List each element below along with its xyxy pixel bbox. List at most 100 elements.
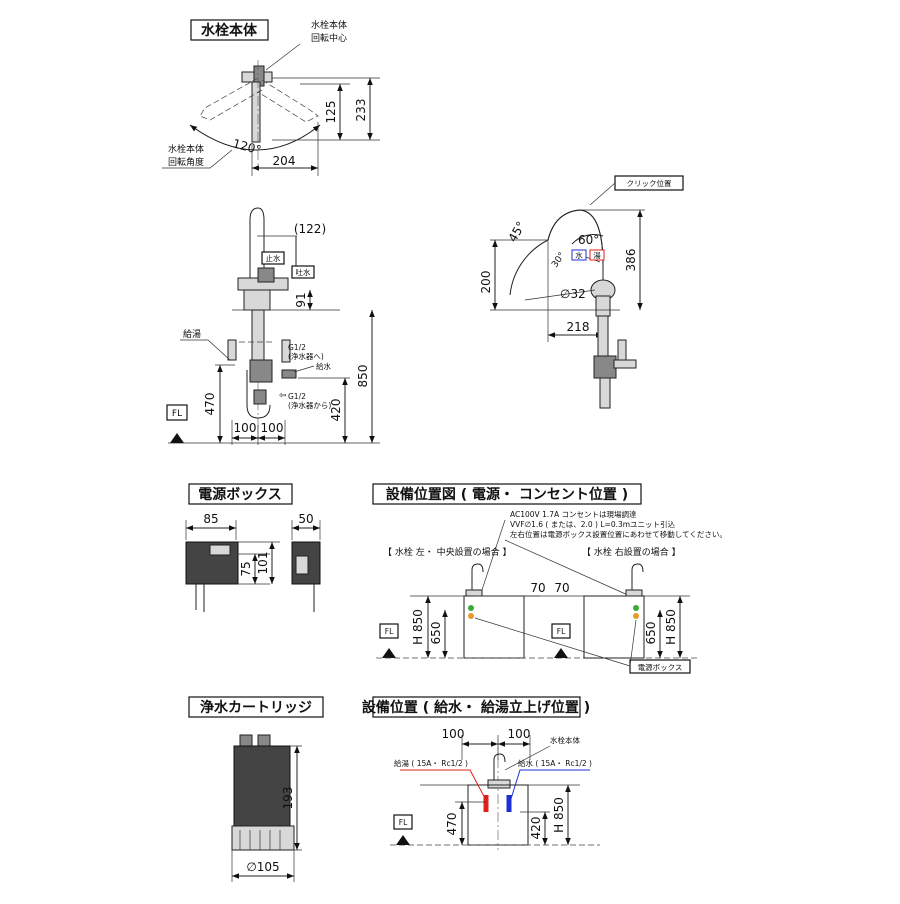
dim-85: 85 [203,512,218,526]
cold-supply-leader [509,769,590,803]
hot-supply-pos-label: 給湯 ( 15A・ Rc1/2 ) [394,758,468,768]
right-cabinet [583,595,645,659]
dim-32-leader [524,289,596,301]
left-outlet-orange [468,613,474,619]
front-branch [613,359,637,369]
supply-dim-100b: 100 [508,727,531,741]
rotation-angle-label-1: 水栓本体 [168,143,204,155]
side-spout [249,207,265,280]
rotation-center-leader [265,43,301,71]
note-3: 左右位置は電源ボックス設置位置にあわせて移動してください。 [510,529,727,539]
dim-204-ext [251,122,319,176]
fl-label-left: FL [385,627,394,636]
left-faucet-base [465,589,483,597]
faucet-title: 水栓本体 [201,22,258,39]
g12-to-1: G1/2 [288,343,306,352]
power-box-cables [195,584,205,612]
cartridge-title-box [188,696,324,718]
fl-box-supply [393,814,413,830]
stop-label-box [261,251,285,265]
front-valve [593,355,617,379]
dim-193: 193 [281,787,295,810]
cartridge-ribs [239,830,281,850]
note-leaders [479,519,631,597]
cold-stop-valve [281,339,291,363]
power-box-label-box [629,659,691,674]
side-lever [257,267,275,283]
equipment-title: 設備位置図 ( 電源・ コンセント位置 ) [386,486,628,503]
right-faucet [631,563,644,596]
fl-marker-right [554,648,568,658]
faucet-body-leader [504,745,551,771]
dim-100-ext [231,420,286,445]
g12-from-2: (浄水器から) [288,400,331,410]
supply-faucet [493,753,506,785]
g12-from-1: G1/2 [288,392,306,401]
angle-45: 45° [505,219,528,244]
faucet-top-view: 水栓本体 水栓本体 回転中心 120° 水栓本体 回転角度 125 233 20… [162,19,380,176]
supply-title: 設備位置 ( 給水・ 給湯立上げ位置 ) [362,699,590,716]
spout-label-box [291,265,315,279]
equipment-title-box [372,483,642,505]
side-body [243,289,271,311]
power-box-side-detail [295,555,309,575]
supply-faucet-base [487,779,511,789]
front-upper-fitting [617,339,627,361]
rotation-arc [189,124,321,151]
dim-420: 420 [329,399,343,422]
dim-100a: 100 [234,421,257,435]
cold-supply-label: 給水 [316,361,331,371]
faucet-front-view: クリック位置 水 湯 45° 60° 30° 200 386 ∅32 218 [479,175,684,409]
faucet-top-spout [251,81,261,143]
right-outlet-green [633,605,639,611]
front-lower-fitting [599,377,611,409]
dim-200: 200 [479,271,493,294]
supply-dim-470: 470 [445,813,459,836]
front-shank [597,315,609,357]
power-box-title-box [188,483,293,505]
fl-label-supply: FL [399,818,408,827]
angle-30: 30° [550,251,567,270]
left-faucet [471,563,484,596]
front-body [595,295,611,317]
supply-dim-420: 420 [529,817,543,840]
cartridge-body [233,745,291,827]
supply-h850: H 850 [552,797,566,833]
power-box-title: 電源ボックス [198,486,282,503]
dim-650-left: 650 [429,622,443,645]
rotation-center-label-1: 水栓本体 [311,19,347,31]
note-2: VVF∅1.6 ( または、2.0 ) L=0.3mユニット引込 [510,520,676,529]
dim-850: 850 [356,365,370,388]
dim-91: 91 [294,292,308,307]
dim-50: 50 [298,512,313,526]
rotation-angle-leader [162,149,233,169]
supply-dim-100a: 100 [442,727,465,741]
power-box-leaders [474,617,637,667]
hot-supply-label: 給湯 [183,328,201,340]
power-box-label: 電源ボックス [638,663,683,672]
left-case-label: 【 水栓 左・ 中央設置の場合 】 [383,546,511,558]
right-outlet-orange [633,613,639,619]
click-pos-leader [589,182,616,206]
angle-60-arc [571,234,604,245]
cartridge-base [231,825,295,851]
dim-650-right: 650 [644,622,658,645]
side-hose [246,370,271,419]
hot-mark-box [589,249,605,261]
fl-marker-side [170,433,184,443]
from-arrow: ⇦ [279,391,287,401]
fl-marker-left [382,648,396,658]
supply-title-box [372,696,581,718]
fl-label-right: FL [557,627,566,636]
fl-label-side: FL [172,409,182,419]
cold-supply-leader [293,365,315,373]
side-valve [249,359,273,383]
dim-70b: 70 [554,581,569,595]
fl-box-side [166,404,188,421]
side-connector [253,389,267,405]
hot-supply-leader [400,769,488,803]
dim-100b: 100 [261,421,284,435]
dim-122: (122) [294,222,326,236]
dim-204: 204 [273,154,296,168]
